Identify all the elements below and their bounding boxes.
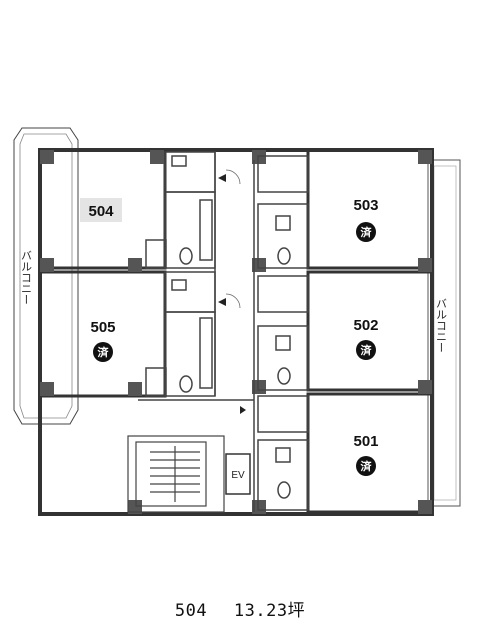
elevator-box [225,453,251,495]
unit-caption: 504 13.23坪 [0,596,480,621]
room-502-label: 502 [353,317,378,334]
room-505-label: 505 [90,319,115,336]
door-arrow-504 [218,174,226,182]
room-502-badge [356,340,376,360]
room-501-badge-text: 済 [361,459,373,473]
structural-columns [40,150,432,514]
door-arrow-corridor [240,406,246,414]
room-503-label: 503 [353,197,378,214]
room-505-badge [93,342,113,362]
left-balcony [13,127,79,425]
caption-room-number: 504 [174,601,208,621]
room-504-label-bg [80,198,122,222]
caption-area: 13.23坪 [233,601,306,621]
balcony-left-label: バルコニー [20,250,33,305]
door-swing-504 [225,169,241,185]
door-swing-505 [225,293,241,309]
room-503-badge [356,222,376,242]
balcony-right-label: バルコニー [435,298,448,353]
left-balcony-inner [19,133,73,419]
stairwell [127,435,225,513]
room-502-badge-text: 済 [361,343,373,357]
left-utilities [145,151,216,397]
right-balcony [427,159,461,507]
right-utilities [257,155,309,511]
room-504-label: 504 [88,203,114,220]
room-501 [306,392,434,514]
room-501-badge [356,456,376,476]
room-501-label: 501 [353,433,378,450]
room-505-badge-text: 済 [98,345,110,359]
door-arrow-505 [218,298,226,306]
room-503-badge-text: 済 [361,225,373,239]
elevator-label: EV [231,470,245,481]
